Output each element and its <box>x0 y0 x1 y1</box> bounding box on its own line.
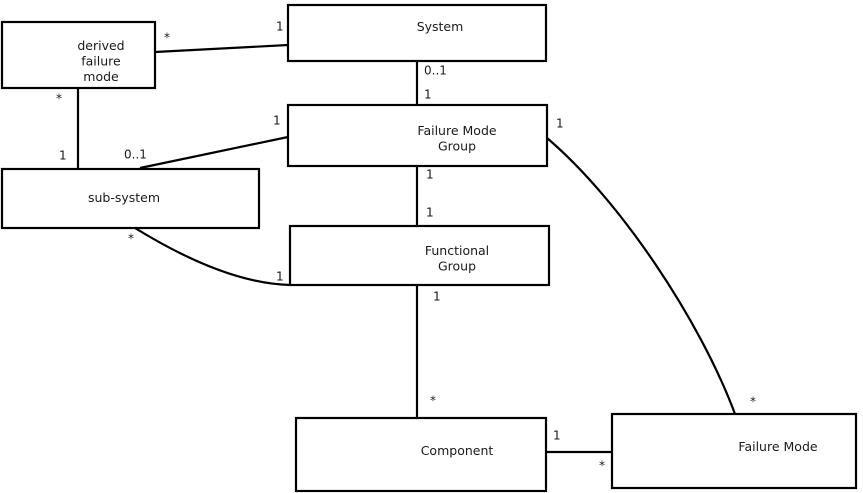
multiplicity-label-layer: * 1 * 1 0..1 1 0..1 1 1 1 * 1 1 * 1 * 1 * <box>56 20 756 473</box>
class-box-label-line: Functional <box>425 243 489 258</box>
class-box-frame-component <box>294 416 548 493</box>
multiplicity-mult-fmg-fm-target: * <box>750 395 756 409</box>
multiplicity-mult-subsystem-fg-target: 1 <box>276 270 284 284</box>
multiplicity-mult-fg-component-source: 1 <box>433 290 441 304</box>
class-box-frame-failure-mode <box>610 412 858 490</box>
class-box-frame-failure-mode-group <box>286 103 549 168</box>
class-box-frame-derived-failure-mode <box>0 20 157 90</box>
class-box-label-line: System <box>417 19 464 34</box>
multiplicity-mult-system-fmg-target: 1 <box>424 88 432 102</box>
association-layer <box>76 43 737 454</box>
class-box-label-line: sub-system <box>88 190 160 205</box>
multiplicity-mult-component-fm-source: 1 <box>553 429 561 443</box>
class-box-label-line: failure <box>81 53 121 68</box>
class-box-frame-functional-group <box>288 224 551 287</box>
association-sub-system--functional-group <box>134 227 291 287</box>
class-box-label-line: Group <box>438 138 476 153</box>
association-derived-failure-mode--system <box>154 43 289 54</box>
class-box-label-line: Component <box>421 443 494 458</box>
class-box-label-line: mode <box>83 69 119 84</box>
multiplicity-mult-dfm-subsystem-target: 1 <box>59 149 67 163</box>
class-box-frame-sub-system <box>0 167 261 230</box>
class-box-label-line: Failure Mode <box>417 123 496 138</box>
class-box-frame-system <box>286 3 548 63</box>
multiplicity-mult-dfm-system-target: 1 <box>276 20 284 34</box>
class-box-label-line: derived <box>77 38 124 53</box>
class-box-failure-mode[interactable]: Failure Mode <box>610 412 858 490</box>
class-box-sub-system[interactable]: sub-system <box>0 167 261 230</box>
class-box-system[interactable]: System <box>286 3 548 63</box>
class-box-label-line: Failure Mode <box>738 439 817 454</box>
multiplicity-mult-fmg-fm-source: 1 <box>556 117 564 131</box>
class-box-label-component: Component <box>421 443 494 458</box>
multiplicity-mult-subsystem-fmg-target: 1 <box>273 114 281 128</box>
class-box-label-failure-mode: Failure Mode <box>738 439 817 454</box>
multiplicity-mult-fmg-fg-target: 1 <box>426 206 434 220</box>
class-box-label-system: System <box>417 19 464 34</box>
multiplicity-mult-fg-component-target: * <box>430 394 436 408</box>
association-sub-system--failure-mode-group <box>139 135 289 170</box>
multiplicity-mult-subsystem-fg-source: * <box>128 232 134 246</box>
association-failure-mode-group--failure-mode <box>546 137 737 415</box>
multiplicity-mult-fmg-fg-source: 1 <box>426 168 434 182</box>
class-box-component[interactable]: Component <box>294 416 548 493</box>
multiplicity-mult-system-fmg-source: 0..1 <box>424 64 447 78</box>
multiplicity-mult-component-fm-target: * <box>599 459 605 473</box>
multiplicity-mult-dfm-system-source: * <box>164 31 170 45</box>
multiplicity-mult-subsystem-fmg-source: 0..1 <box>124 148 147 162</box>
class-box-label-sub-system: sub-system <box>88 190 160 205</box>
multiplicity-mult-dfm-subsystem-source: * <box>56 92 62 106</box>
class-box-label-line: Group <box>438 258 476 273</box>
